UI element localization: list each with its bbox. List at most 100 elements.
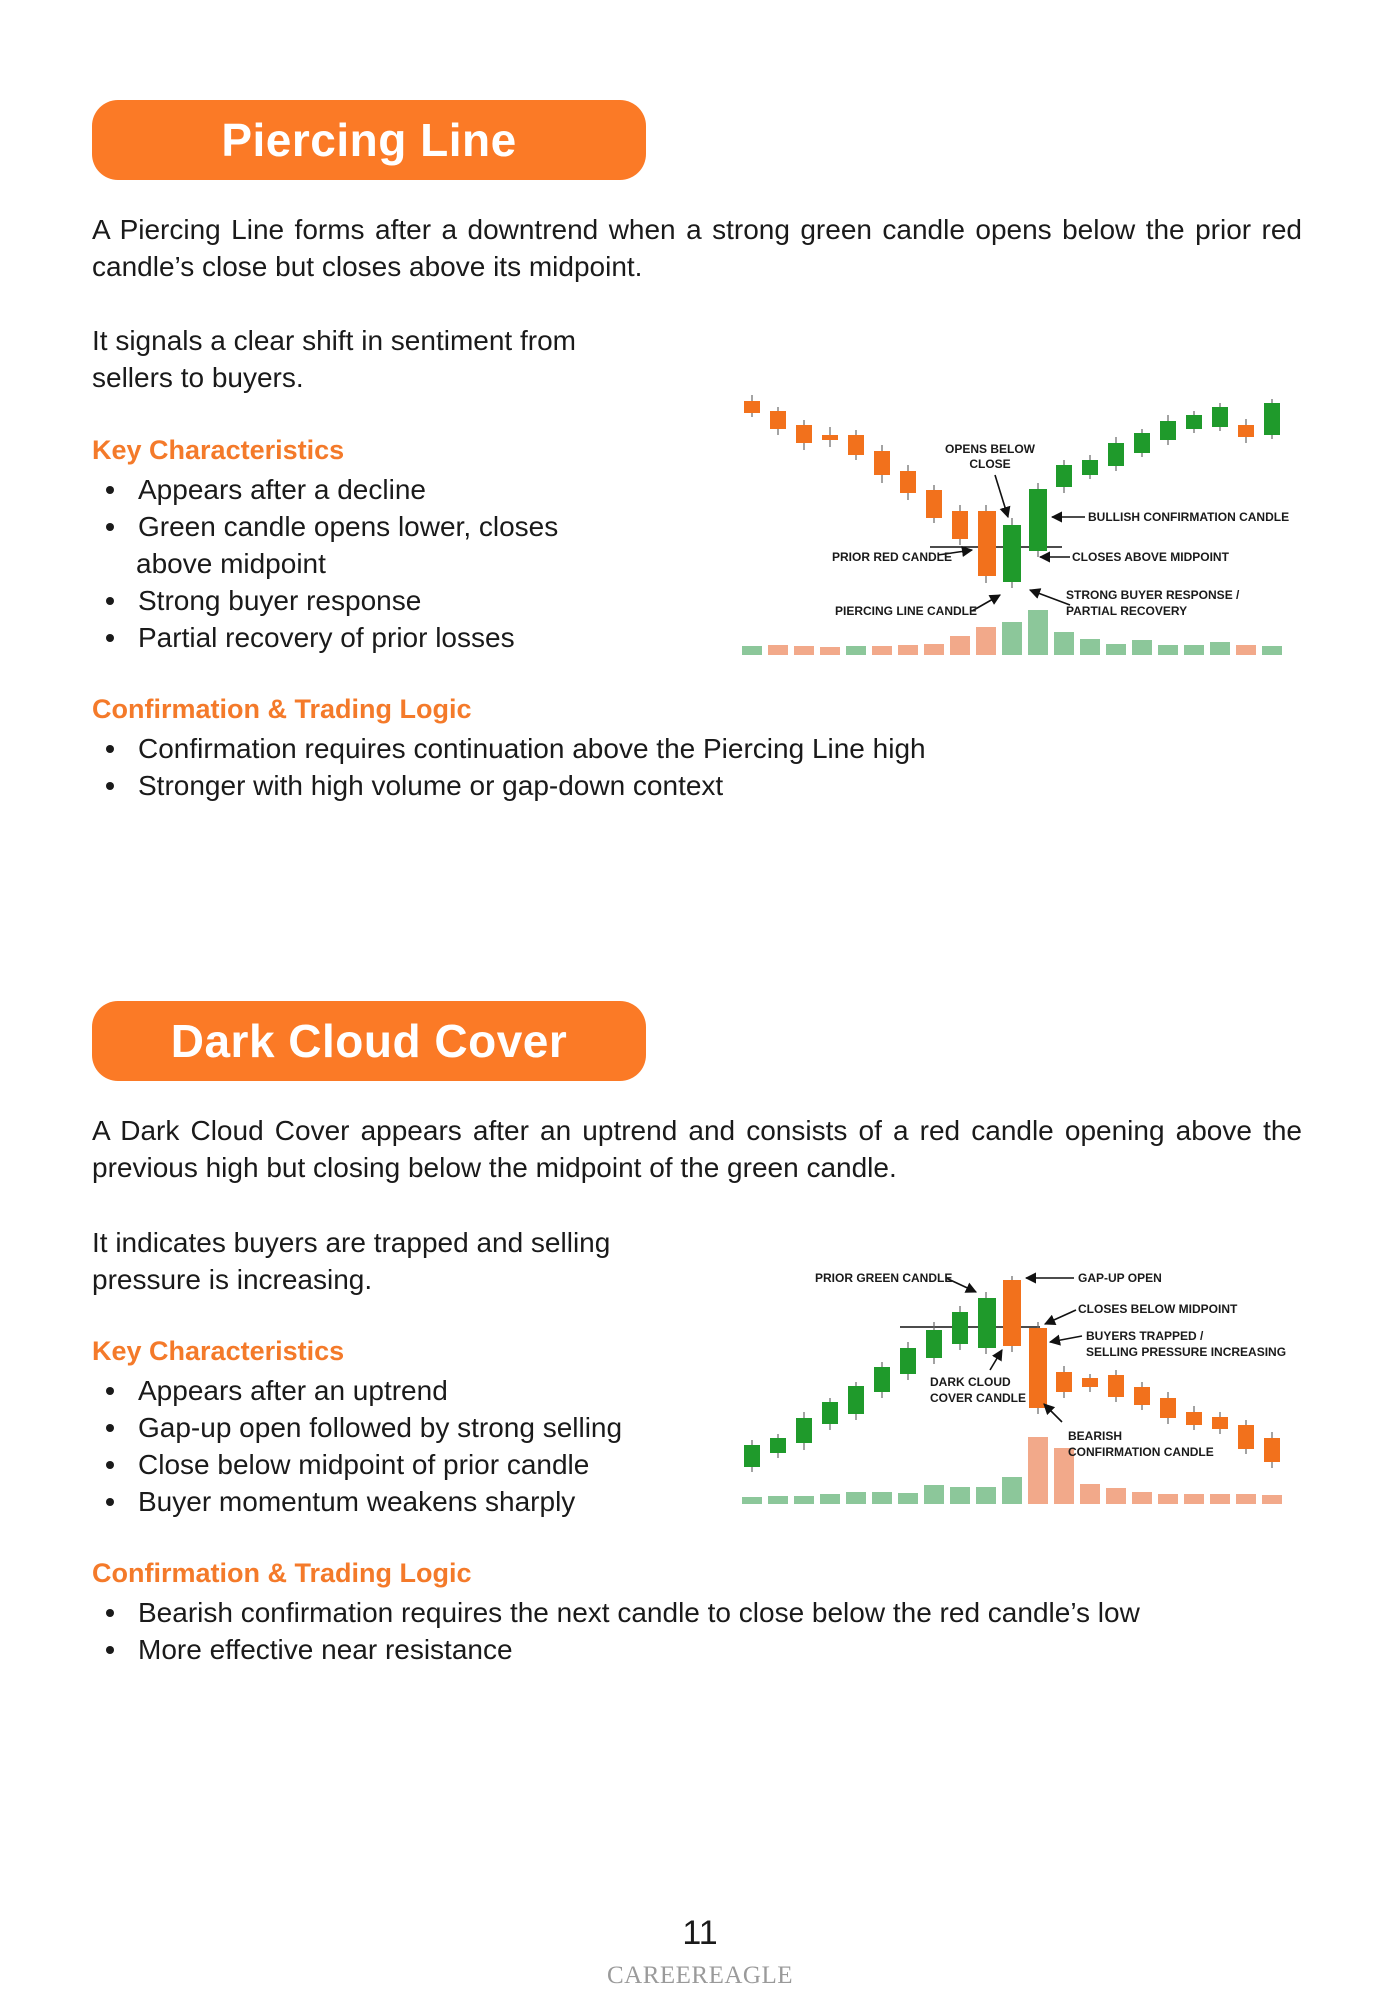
bull-candle [1212, 407, 1228, 427]
bear-candle [744, 401, 760, 413]
volume-bars [742, 610, 1282, 655]
bear-candle [1082, 1378, 1098, 1387]
bearish-confirmation-candle [1029, 1328, 1047, 1408]
intro-paragraph: A Piercing Line forms after a downtrend … [92, 214, 1302, 282]
volume-bar [1106, 1488, 1126, 1504]
confirmation-heading: Confirmation & Trading Logic [92, 1558, 472, 1588]
signal-line: It indicates buyers are trapped and sell… [92, 1227, 611, 1258]
volume-bar [1028, 610, 1048, 655]
signal-line: sellers to buyers. [92, 362, 304, 393]
volume-bar [846, 1492, 866, 1504]
bull-candle [1082, 460, 1098, 475]
volume-bar [820, 647, 840, 655]
prior-red-candle [978, 511, 996, 576]
key-characteristics-heading: Key Characteristics [92, 435, 345, 465]
bear-candle [848, 435, 864, 455]
volume-bar [794, 646, 814, 655]
volume-bar [1236, 645, 1256, 655]
volume-bar [924, 1485, 944, 1504]
label-dark-cloud: DARK CLOUD [930, 1375, 1011, 1389]
bear-candle [1238, 425, 1254, 437]
bull-candle [796, 1418, 812, 1443]
list-item: Bearish confirmation requires the next c… [92, 1594, 1140, 1631]
volume-bar [794, 1496, 814, 1504]
bull-candle [1264, 403, 1280, 435]
bear-candle [770, 411, 786, 429]
volume-bar [1028, 1437, 1048, 1504]
brand-logo-text: CAREEREAGLE [606, 1962, 794, 1989]
signal-paragraph: It indicates buyers are trapped and sell… [92, 1224, 610, 1298]
volume-bar [976, 1487, 996, 1504]
section-title: Piercing Line [221, 114, 517, 166]
volume-bar [1054, 632, 1074, 655]
volume-bar [1184, 645, 1204, 655]
prior-green-candle [978, 1298, 996, 1348]
volume-bar [1132, 1492, 1152, 1504]
volume-bar [1080, 639, 1100, 655]
volume-bar [1132, 640, 1152, 655]
signal-paragraph: It signals a clear shift in sentiment fr… [92, 322, 576, 396]
list-item-continuation: above midpoint [136, 548, 326, 579]
volume-bar [872, 1492, 892, 1504]
label-closes-above: CLOSES ABOVE MIDPOINT [1072, 550, 1230, 564]
label-strong-buyer: PARTIAL RECOVERY [1066, 604, 1187, 618]
list-item: Buyer momentum weakens sharply [92, 1483, 622, 1520]
bear-candle [900, 471, 916, 493]
section-title-pill: Dark Cloud Cover [92, 1001, 646, 1081]
list-item: Confirmation requires continuation above… [92, 730, 926, 767]
label-buyers-trapped: SELLING PRESSURE INCREASING [1086, 1345, 1286, 1359]
volume-bar [872, 646, 892, 655]
volume-bar [1080, 1484, 1100, 1504]
bear-candle [796, 425, 812, 443]
section-title-pill: Piercing Line [92, 100, 646, 180]
volume-bar [768, 645, 788, 655]
volume-bar [846, 646, 866, 655]
bull-candle [770, 1438, 786, 1453]
dark-cloud-cover-figure: PRIOR GREEN CANDLE GAP-UP OPEN CLOSES BE… [740, 1262, 1290, 1512]
bear-candle [874, 451, 890, 475]
signal-line: pressure is increasing. [92, 1264, 373, 1295]
volume-bars [742, 1437, 1282, 1504]
list-item: Stronger with high volume or gap-down co… [92, 767, 926, 804]
bear-candle [1134, 1387, 1150, 1405]
bear-candle [926, 490, 942, 518]
piercing-line-candle [1003, 525, 1021, 582]
list-item: Strong buyer response [92, 582, 558, 619]
bull-candle [822, 1402, 838, 1424]
bear-candle [1108, 1375, 1124, 1397]
volume-bar [898, 1493, 918, 1504]
bull-candle [848, 1386, 864, 1414]
label-opens-below: CLOSE [969, 457, 1010, 471]
label-gap-up: GAP-UP OPEN [1078, 1271, 1162, 1285]
volume-bar [768, 1496, 788, 1504]
list-item: Partial recovery of prior losses [92, 619, 558, 656]
label-bullish-confirmation: BULLISH CONFIRMATION CANDLE [1088, 510, 1289, 524]
piercing-line-figure: OPENS BELOW CLOSE BULLISH CONFIRMATION C… [740, 395, 1290, 665]
candles [744, 1276, 1280, 1472]
bull-candle [952, 1312, 968, 1344]
bear-candle [1160, 1398, 1176, 1418]
bear-candle [822, 435, 838, 440]
bull-candle [744, 1445, 760, 1467]
label-strong-buyer: STRONG BUYER RESPONSE / [1066, 588, 1240, 602]
volume-bar [1184, 1494, 1204, 1504]
volume-bar [1262, 646, 1282, 655]
bull-candle [900, 1348, 916, 1374]
confirmation-list: Confirmation requires continuation above… [92, 730, 926, 804]
confirmation-heading: Confirmation & Trading Logic [92, 694, 472, 724]
volume-bar [1210, 642, 1230, 655]
list-item: More effective near resistance [92, 1631, 1140, 1668]
volume-bar [898, 645, 918, 655]
candles [744, 395, 1280, 588]
volume-bar [924, 644, 944, 655]
label-dark-cloud: COVER CANDLE [930, 1391, 1026, 1405]
volume-bar [950, 1487, 970, 1504]
bear-candle [1056, 1372, 1072, 1392]
volume-bar [976, 627, 996, 655]
bear-candle [1238, 1425, 1254, 1449]
bull-candle [926, 1330, 942, 1358]
list-item: Gap-up open followed by strong selling [92, 1409, 622, 1446]
volume-bar [1002, 622, 1022, 655]
page-number: 11 [682, 1914, 718, 1952]
bull-candle [1186, 415, 1202, 429]
